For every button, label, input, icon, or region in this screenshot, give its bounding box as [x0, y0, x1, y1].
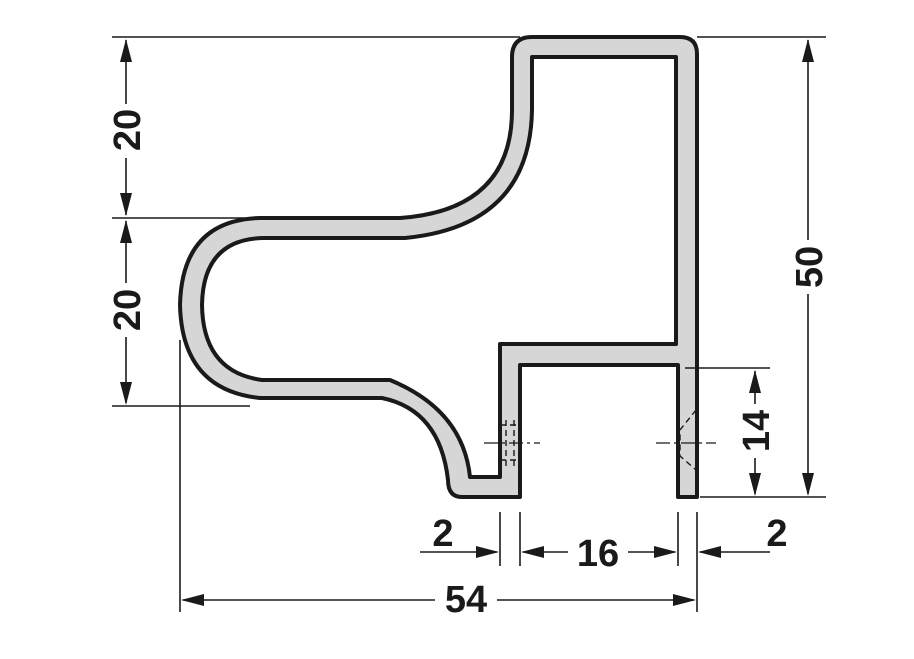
arrow-middle-height-down	[120, 382, 132, 405]
arrow-top-height-down	[120, 193, 132, 216]
label-top-height: 20	[107, 109, 149, 151]
arrow-total-width-right	[673, 594, 696, 606]
extension-lines	[112, 36, 826, 612]
arrow-right-wall	[698, 546, 721, 558]
profile-cross-section	[178, 35, 716, 499]
arrow-total-height-up	[802, 39, 814, 62]
label-slot-width: 16	[577, 533, 619, 575]
label-slot-depth: 14	[736, 410, 778, 452]
profile-inner-outline	[200, 55, 678, 479]
label-left-wall: 2	[432, 513, 453, 555]
label-total-height: 50	[789, 246, 831, 288]
arrow-slot-depth-down	[749, 473, 761, 496]
arrow-top-height-up	[120, 39, 132, 62]
label-middle-height: 20	[107, 289, 149, 331]
arrow-middle-height-up	[120, 220, 132, 243]
arrow-total-height-down	[802, 473, 814, 496]
arrow-slot-depth-up	[749, 370, 761, 393]
arrow-slot-width-left	[521, 546, 544, 558]
dimension-labels: 20 20 50 14 2 16 2 54	[107, 104, 831, 621]
label-bg-middle-height	[108, 283, 144, 337]
arrow-left-wall	[476, 546, 499, 558]
label-bg-top-height	[108, 104, 144, 158]
hidden-countersink-right-hole	[679, 409, 697, 471]
label-total-width: 54	[445, 579, 487, 621]
label-right-wall: 2	[766, 513, 787, 555]
arrow-total-width-left	[181, 594, 204, 606]
arrow-slot-width-right	[654, 546, 677, 558]
label-bg-slot-depth	[737, 404, 773, 458]
label-bg-total-height	[790, 240, 826, 294]
